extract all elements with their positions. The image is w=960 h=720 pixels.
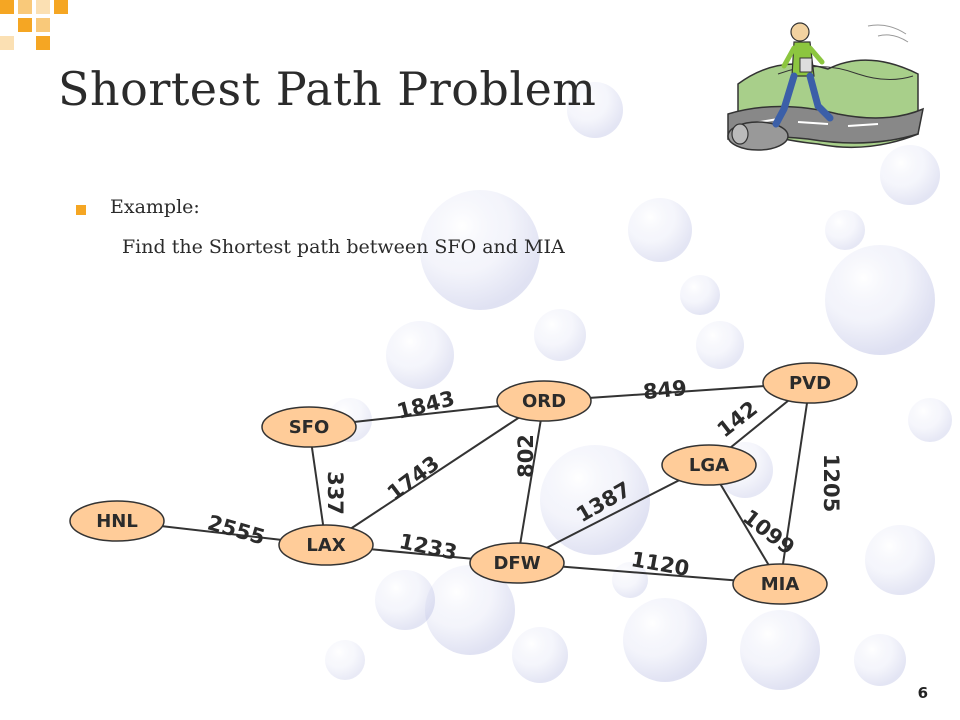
nodes-layer: PVD ORD SFO LGA HNL LAX DFW MIA <box>69 362 858 605</box>
walking-man-road-clipart <box>727 22 925 151</box>
node-label: HNL <box>96 511 138 532</box>
subtext: Find the Shortest path between SFO and M… <box>122 236 565 258</box>
node-ellipse <box>261 406 357 448</box>
edge-weight-label: 1233 <box>397 529 459 565</box>
node-ellipse <box>732 563 828 605</box>
node-label: DFW <box>493 553 540 574</box>
node-hnl: HNL <box>69 500 165 542</box>
node-label: LGA <box>689 455 729 476</box>
node-mia: MIA <box>732 563 828 605</box>
node-pvd: PVD <box>762 362 858 404</box>
node-ellipse <box>278 524 374 566</box>
edge-weight-label: 2555 <box>205 510 268 549</box>
node-ellipse <box>469 542 565 584</box>
bullet-square-icon <box>76 205 86 215</box>
node-label: ORD <box>522 391 566 412</box>
corner-decoration <box>0 0 68 50</box>
edge-dfw-lga <box>516 464 710 564</box>
edge-ord-dfw <box>516 400 545 564</box>
node-ellipse <box>69 500 165 542</box>
edge-weight-label: 1205 <box>819 454 843 512</box>
edge-weight-label: 1843 <box>394 386 457 423</box>
node-sfo: SFO <box>261 406 357 448</box>
edge-pvd-mia <box>779 382 811 585</box>
node-label: PVD <box>789 373 831 394</box>
edge-weight-label: 1120 <box>629 547 691 581</box>
node-ord: ORD <box>496 380 592 422</box>
node-label: LAX <box>306 535 345 556</box>
slide-title: Shortest Path Problem <box>58 62 597 116</box>
edge-weight-label: 142 <box>713 396 762 442</box>
edge-weight-label: 849 <box>642 376 688 404</box>
node-dfw: DFW <box>469 542 565 584</box>
node-ellipse <box>661 444 757 486</box>
edge-weight-label: 1743 <box>383 451 444 505</box>
edge-weight-label: 802 <box>514 434 538 478</box>
node-ellipse <box>496 380 592 422</box>
page-number: 6 <box>917 684 928 702</box>
bubble-group <box>325 82 952 690</box>
node-lax: LAX <box>278 524 374 566</box>
edge-lax-ord <box>325 400 545 546</box>
node-label: MIA <box>761 574 800 595</box>
node-ellipse <box>762 362 858 404</box>
node-lga: LGA <box>661 444 757 486</box>
node-label: SFO <box>289 417 330 438</box>
edge-weight-label: 337 <box>323 471 347 515</box>
bullet-text: Example: <box>110 196 200 218</box>
